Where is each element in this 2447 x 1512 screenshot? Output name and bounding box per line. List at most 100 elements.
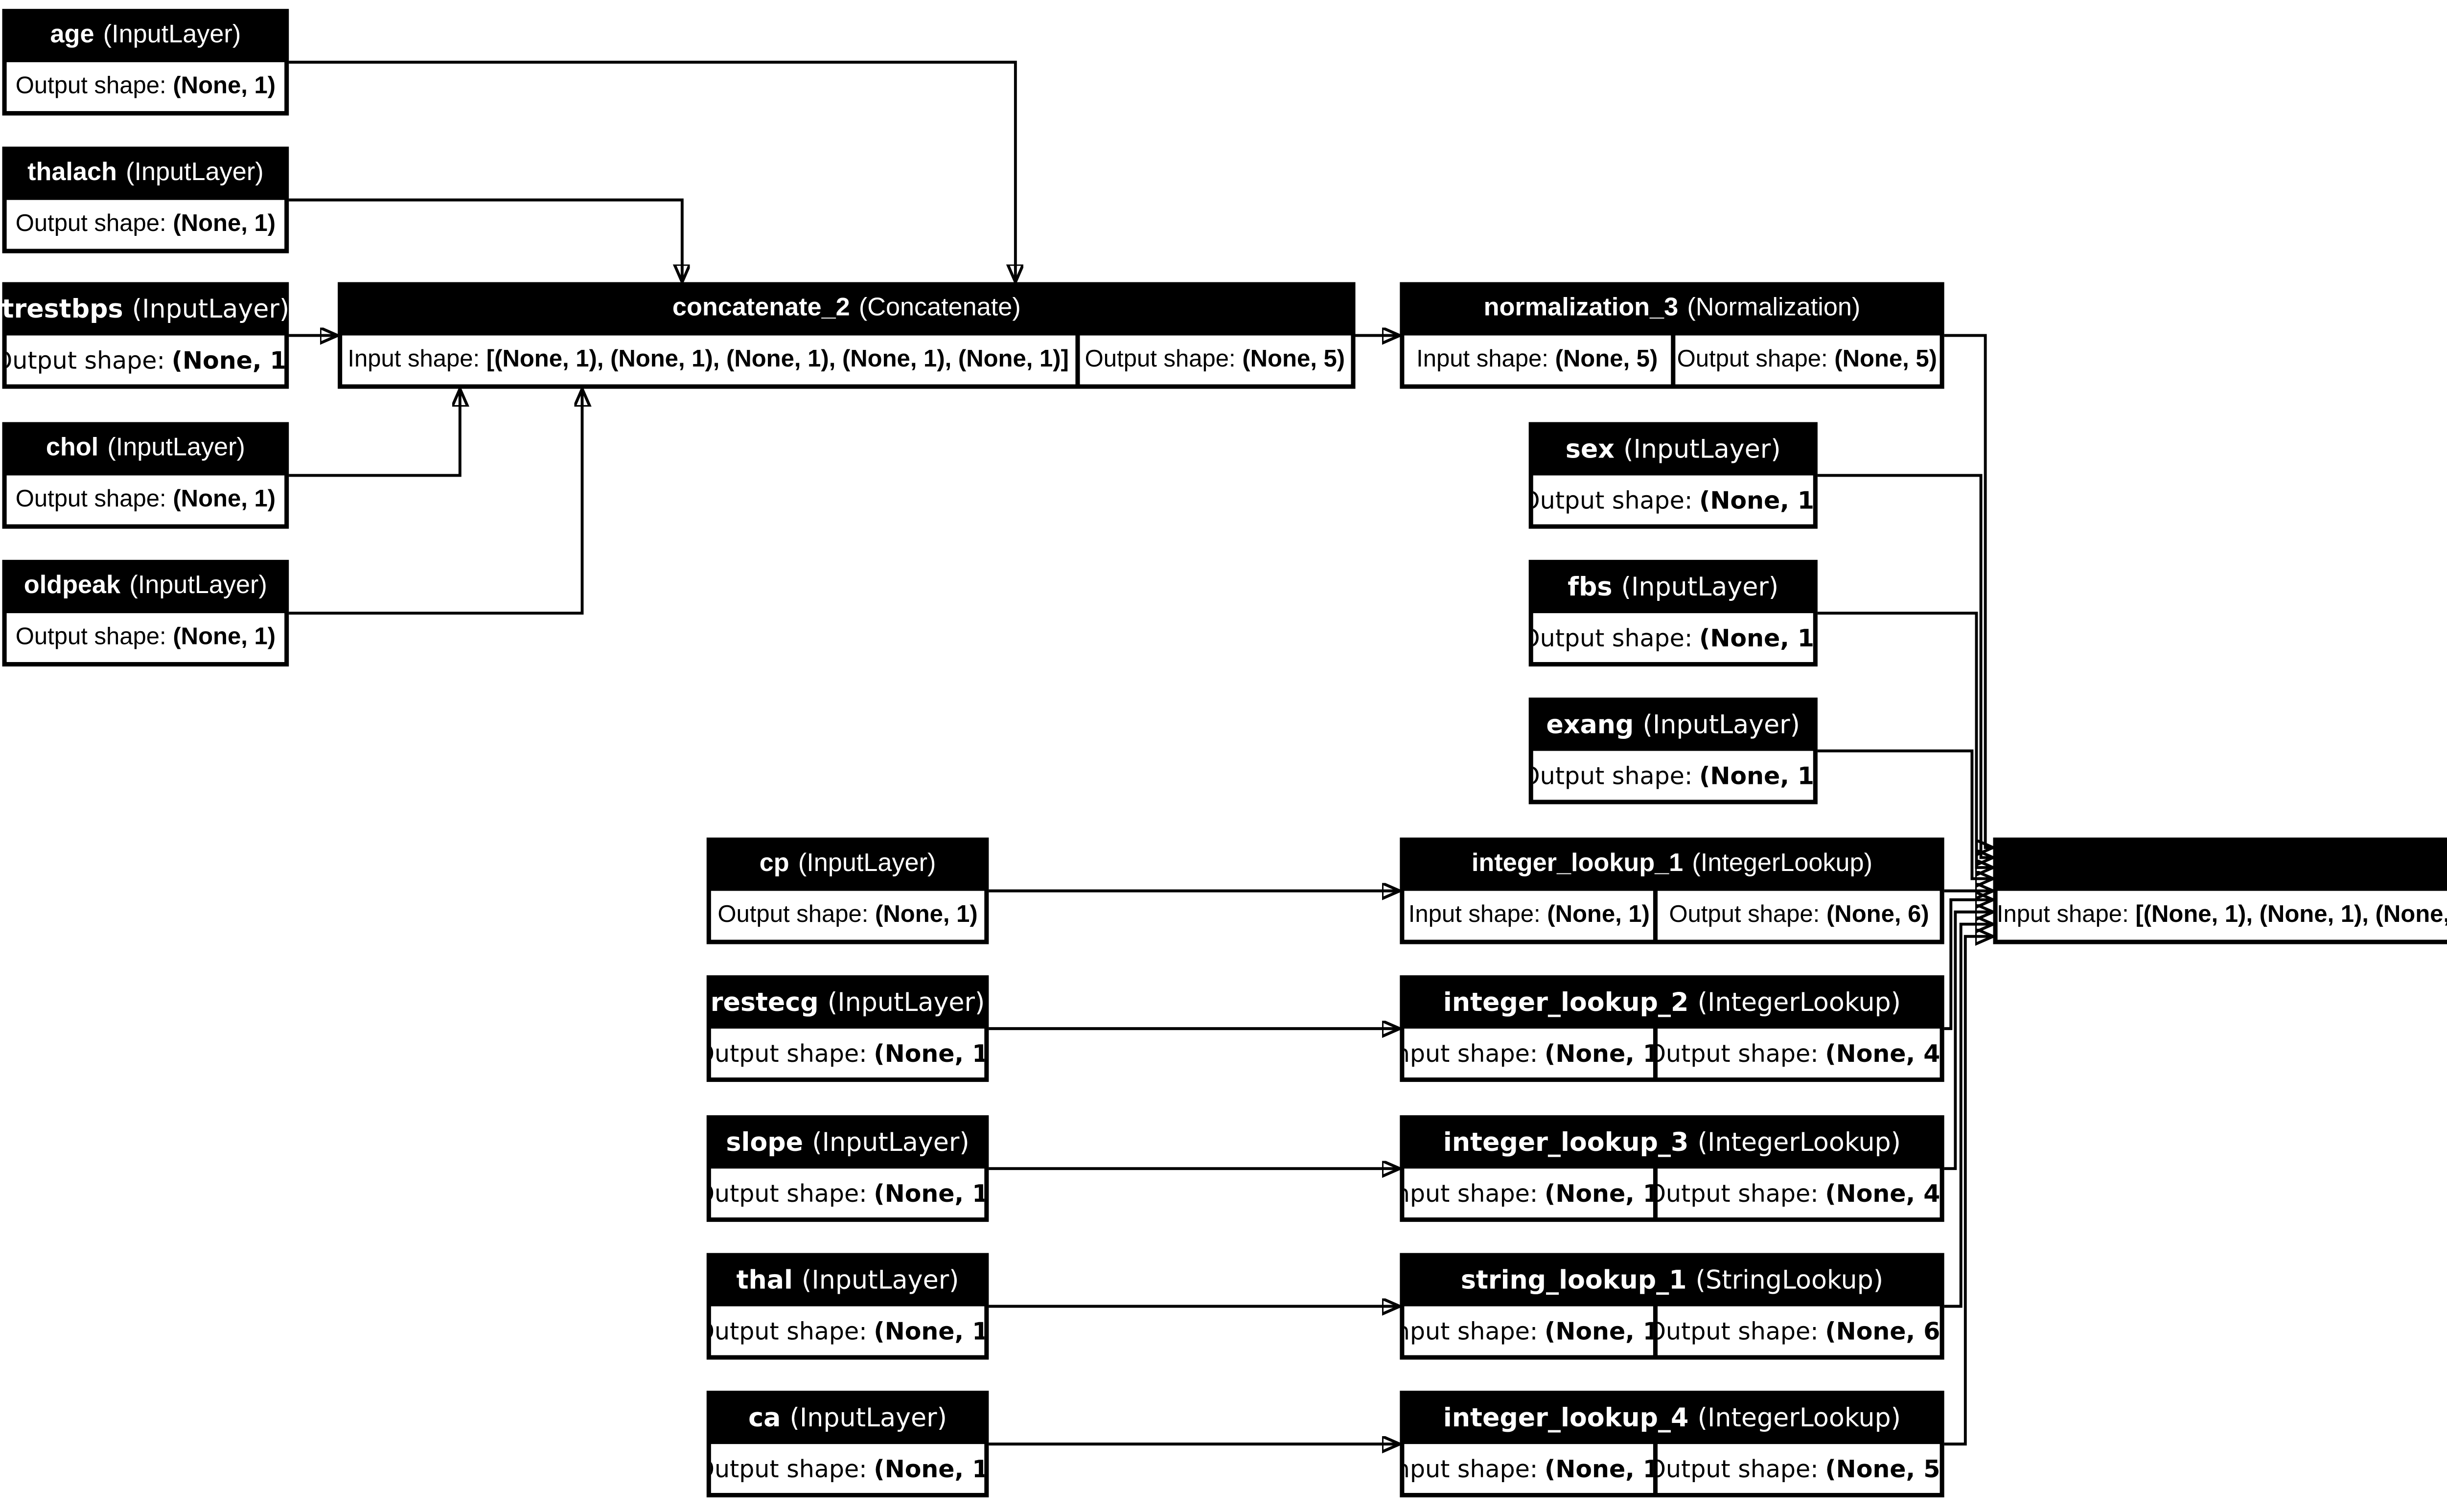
shape-row: Output shape:(None, 1) xyxy=(1529,475,1818,529)
edge-normalization_3-concatenate_3 xyxy=(1944,334,1993,848)
input-shape-value: (None, 1) xyxy=(1547,902,1650,929)
output-shape-value: (None, 1) xyxy=(875,902,978,929)
shape-row: Output shape:(None, 1) xyxy=(1529,613,1818,666)
layer-title: string_lookup_1 (StringLookup) xyxy=(1400,1253,1944,1306)
layer-title: fbs(InputLayer) xyxy=(1529,560,1818,613)
output-shape-label: Output shape: xyxy=(1658,1454,1819,1483)
shape-row: Output shape:(None, 1) xyxy=(707,1444,989,1497)
shape-row: Output shape:(None, 1) xyxy=(707,891,989,944)
input-shape-label: Input shape: xyxy=(1404,1038,1538,1068)
shape-cell-output: Output shape:(None, 1) xyxy=(711,891,985,940)
input-shape-value: [(None, 1), (None, 1), (None, 1), (None,… xyxy=(2135,902,2447,929)
shape-cell-input: Input shape:(None, 5) xyxy=(1404,335,1670,385)
layer-title: integer_lookup_2(IntegerLookup) xyxy=(1400,975,1944,1029)
layer-name: restecg xyxy=(710,986,819,1018)
shape-row: Output shape:(None, 1) xyxy=(707,1029,989,1082)
layer-node-fbs: fbs(InputLayer)Output shape:(None, 1) xyxy=(1528,560,1818,667)
output-shape-label: Output shape: xyxy=(15,624,166,651)
layer-type: (InputLayer) xyxy=(789,1401,947,1433)
layer-type: (InputLayer) xyxy=(132,293,289,324)
input-shape-label: Input shape: xyxy=(1404,1316,1538,1346)
output-shape-label: Output shape: xyxy=(711,1454,867,1483)
layer-node-concatenate_3: concatenate_3(Concatenate) Input shape:[(… xyxy=(1993,837,2447,944)
shape-cell-output: Output shape:(None, 1) xyxy=(6,475,285,525)
layer-node-trestbps: trestbps (InputLayer) Output shape:(None, … xyxy=(2,282,289,389)
input-shape-label: Input shape: xyxy=(1416,346,1548,373)
output-shape-label: Output shape: xyxy=(1669,902,1820,929)
shape-cell-output: Output shape:(None, 1) xyxy=(711,1444,985,1493)
output-shape-label: Output shape: xyxy=(1658,1038,1819,1068)
input-shape-label: Input shape: xyxy=(1997,902,2129,929)
shape-row: Input shape:[(None, 1), (None, 1), (None… xyxy=(338,335,1355,389)
edge-thalach-concatenate_2 xyxy=(289,198,682,282)
input-shape-value: [(None, 1), (None, 1), (None, 1), (None,… xyxy=(486,346,1069,373)
output-shape-value: (None, 1) xyxy=(171,345,285,375)
shape-row: Input shape:(None, 1)Output shape:(None,… xyxy=(1400,1444,1944,1497)
shape-cell-output: Output shape:(None, 6) xyxy=(1658,891,1940,940)
layer-type: (InputLayer) xyxy=(1623,433,1781,464)
output-shape-value: (None, 1) xyxy=(173,486,276,513)
layer-name: integer_lookup_3 xyxy=(1443,1126,1689,1158)
shape-row: Input shape:(None, 5)Output shape:(None,… xyxy=(1400,335,1944,389)
layer-node-ca: ca(InputLayer)Output shape:(None, 1) xyxy=(706,1391,989,1498)
layer-name: trestbps xyxy=(2,293,123,324)
shape-cell-output: Output shape:(None, 1) xyxy=(1533,751,1813,800)
edge-exang-concatenate_3 xyxy=(1817,749,1993,879)
layer-name: integer_lookup_2 xyxy=(1443,986,1689,1018)
output-shape-label: Output shape: xyxy=(711,1178,867,1208)
shape-cell-output: Output shape:(None, 1) xyxy=(6,335,285,385)
layer-title: concatenate_3(Concatenate) xyxy=(1993,838,2447,891)
shape-cell-output: Output shape:(None, 4) xyxy=(1658,1029,1940,1077)
input-shape-value: (None, 1) xyxy=(1544,1454,1654,1483)
layer-type: (InputLayer) xyxy=(827,986,985,1018)
edge-chol-concatenate_2 xyxy=(289,389,460,477)
shape-cell-output: Output shape:(None, 4) xyxy=(1658,1168,1940,1218)
layer-node-cp: cp(InputLayer)Output shape:(None, 1) xyxy=(706,837,989,944)
layer-name: cp xyxy=(759,850,789,878)
output-shape-value: (None, 1) xyxy=(874,1316,984,1346)
shape-cell-output: Output shape:(None, 1) xyxy=(711,1168,985,1218)
layer-node-integer_lookup_2: integer_lookup_2(IntegerLookup) Input sha… xyxy=(1400,975,1944,1082)
layer-name: integer_lookup_4 xyxy=(1443,1401,1689,1433)
layer-name: oldpeak xyxy=(23,573,121,600)
shape-row: Output shape:(None, 1) xyxy=(2,62,289,115)
shape-row: Output shape:(None, 1) xyxy=(707,1306,989,1360)
edge-fbs-concatenate_3 xyxy=(1817,612,1993,868)
layer-type: (Normalization) xyxy=(1687,295,1861,322)
layer-type: (StringLookup) xyxy=(1695,1264,1884,1295)
shape-row: Input shape:(None, 1)Output shape:(None,… xyxy=(1400,891,1944,944)
layer-type: (InputLayer) xyxy=(802,1264,959,1295)
layer-type: (InputLayer) xyxy=(107,435,245,462)
output-shape-label: Output shape: xyxy=(1533,761,1693,790)
input-shape-value: (None, 1) xyxy=(1544,1038,1654,1068)
layer-title: restecg(InputLayer) xyxy=(707,975,989,1029)
output-shape-label: Output shape: xyxy=(1533,485,1693,515)
layer-name: thal xyxy=(736,1264,793,1295)
layer-name: string_lookup_1 xyxy=(1460,1264,1687,1295)
shape-cell-output: Output shape:(None, 5) xyxy=(1674,335,1940,385)
shape-cell-output: Output shape:(None, 1) xyxy=(711,1306,985,1355)
output-shape-value: (None, 1) xyxy=(173,73,276,100)
layer-title: thalach(InputLayer) xyxy=(2,147,289,200)
layer-node-integer_lookup_1: integer_lookup_1(IntegerLookup)Input sha… xyxy=(1400,837,1944,944)
shape-row: Output shape:(None, 1) xyxy=(2,200,289,253)
layer-node-restecg: restecg(InputLayer)Output shape:(None, 1… xyxy=(706,975,989,1082)
output-shape-label: Output shape: xyxy=(1533,623,1693,652)
layer-node-thal: thal (InputLayer) Output shape:(None, 1) xyxy=(706,1253,989,1360)
layer-title: slope(InputLayer) xyxy=(707,1115,989,1168)
input-shape-value: (None, 1) xyxy=(1544,1178,1654,1208)
layer-type: (IntegerLookup) xyxy=(1697,1126,1901,1158)
layer-title: age(InputLayer) xyxy=(2,9,289,62)
shape-row: Output shape:(None, 1) xyxy=(2,335,289,389)
layer-type: (Concatenate) xyxy=(858,295,1021,322)
output-shape-value: (None, 1) xyxy=(1699,761,1813,790)
input-shape-value: (None, 1) xyxy=(1544,1316,1654,1346)
layer-title: thal (InputLayer) xyxy=(707,1253,989,1306)
output-shape-label: Output shape: xyxy=(717,902,869,929)
layer-node-integer_lookup_4: integer_lookup_4(IntegerLookup)Input sha… xyxy=(1400,1391,1944,1498)
shape-row: Input shape:(None, 1)Output shape:(None,… xyxy=(1400,1306,1944,1360)
layer-node-age: age(InputLayer)Output shape:(None, 1) xyxy=(2,9,289,116)
output-shape-value: (None, 1) xyxy=(874,1454,984,1483)
output-shape-label: Output shape: xyxy=(1677,346,1828,373)
